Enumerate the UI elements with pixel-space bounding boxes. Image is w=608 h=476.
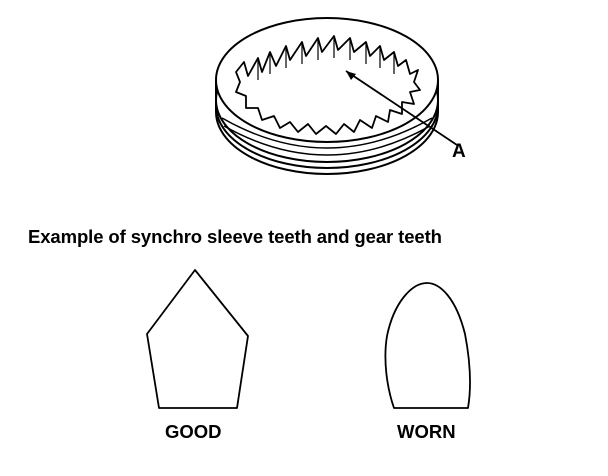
worn-tooth-label: WORN xyxy=(397,421,456,442)
figure-caption: Example of synchro sleeve teeth and gear… xyxy=(28,226,442,247)
good-tooth-label: GOOD xyxy=(165,421,222,442)
synchro-sleeve-illustration xyxy=(215,17,458,175)
worn-tooth-outline xyxy=(384,282,472,409)
callout-label-a: A xyxy=(452,141,466,162)
good-tooth-outline xyxy=(146,269,249,409)
